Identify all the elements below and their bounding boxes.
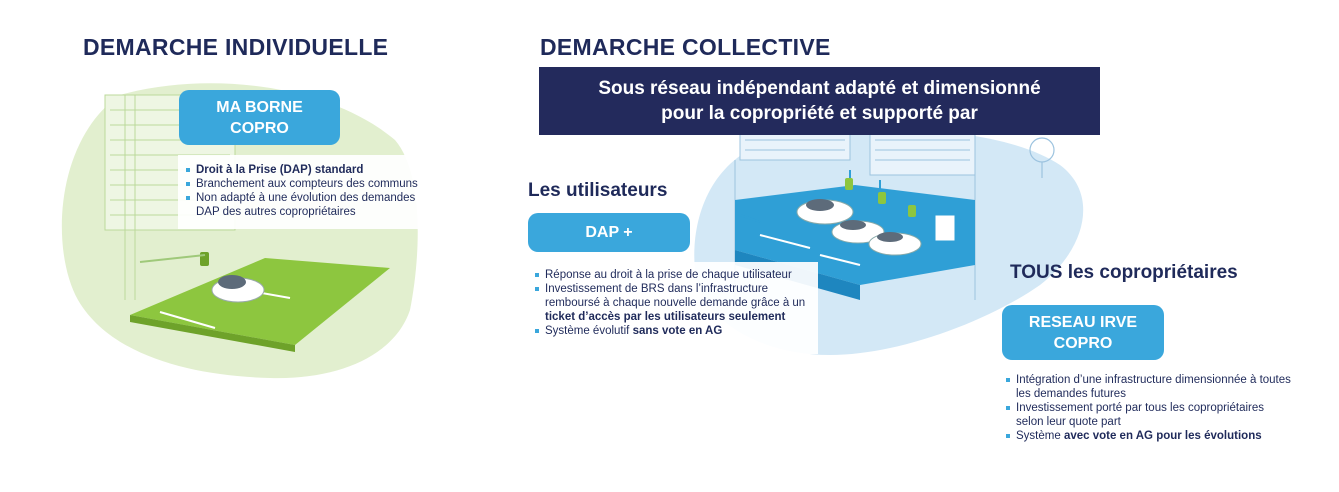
- reponse-text: Réponse au droit à la prise de chaque ut…: [545, 269, 792, 281]
- owners-heading: TOUS les copropriétaires: [1010, 262, 1238, 283]
- integration-text: Intégration d’une infrastructure dimensi…: [1016, 374, 1291, 400]
- banner-line1: Sous réseau indépendant adapté et dimens…: [598, 78, 1041, 99]
- left-car: [211, 275, 265, 303]
- list-item: Réponse au droit à la prise de chaque ut…: [535, 268, 820, 282]
- owners-list: Intégration d’une infrastructure dimensi…: [1006, 373, 1291, 443]
- ma-borne-line2: COPRO: [230, 119, 289, 137]
- tree-illustration: [1029, 137, 1055, 178]
- right-chargers: [845, 178, 916, 217]
- non-adapte-text: Non adapté à une évolution des demandes …: [196, 192, 416, 218]
- individual-list: Droit à la Prise (DAP) standard Branchem…: [186, 163, 436, 219]
- systeme-text: Système: [1016, 430, 1064, 442]
- list-item: Système évolutif sans vote en AG: [535, 324, 820, 338]
- list-item: Droit à la Prise (DAP) standard: [186, 163, 436, 177]
- dap-plus-label: DAP +: [585, 224, 633, 241]
- ma-borne-copro-badge: MA BORNE COPRO: [179, 90, 340, 145]
- list-item: Investissement porté par tous les coprop…: [1006, 401, 1291, 429]
- collective-title: DEMARCHE COLLECTIVE: [540, 34, 831, 60]
- avec-vote-text: avec vote en AG pour les évolutions: [1063, 430, 1262, 442]
- list-item: Branchement aux compteurs des communs: [186, 177, 436, 191]
- users-heading: Les utilisateurs: [528, 180, 668, 201]
- list-item: Intégration d’une infrastructure dimensi…: [1006, 373, 1291, 401]
- users-list-panel: [527, 262, 818, 354]
- list-item: Système avec vote en AG pour les évoluti…: [1006, 429, 1291, 443]
- individual-title: DEMARCHE INDIVIDUELLE: [83, 34, 389, 60]
- individual-list-panel: [178, 155, 434, 229]
- investissement-porte-text: Investissement porté par tous les coprop…: [1016, 402, 1265, 428]
- reseau-irve-badge: RESEAU IRVE COPRO: [1002, 305, 1164, 360]
- banner-line2: pour la copropriété et supporté par: [661, 103, 978, 124]
- collective-banner: Sous réseau indépendant adapté et dimens…: [539, 67, 1100, 135]
- users-list: Réponse au droit à la prise de chaque ut…: [535, 268, 820, 338]
- dap-plus-badge: DAP +: [528, 213, 690, 252]
- sans-vote-text: sans vote en AG: [632, 325, 723, 337]
- list-item: Investissement de BRS dans l’infrastruct…: [535, 282, 820, 324]
- ticket-acces-text: ticket d’accès par les utilisateurs seul…: [545, 311, 786, 323]
- systeme-evolutif-text: Système évolutif: [545, 325, 633, 337]
- list-item: Non adapté à une évolution des demandes …: [186, 191, 436, 219]
- reseau-irve-line2: COPRO: [1053, 334, 1113, 352]
- dap-standard-text: Droit à la Prise (DAP) standard: [196, 164, 364, 176]
- branchement-text: Branchement aux compteurs des communs: [196, 178, 418, 190]
- ma-borne-line1: MA BORNE: [216, 98, 303, 116]
- reseau-irve-line1: RESEAU IRVE: [1028, 313, 1138, 331]
- investissement-brs-text: Investissement de BRS dans l’infrastruct…: [545, 283, 806, 309]
- left-parking-slab: [130, 258, 390, 345]
